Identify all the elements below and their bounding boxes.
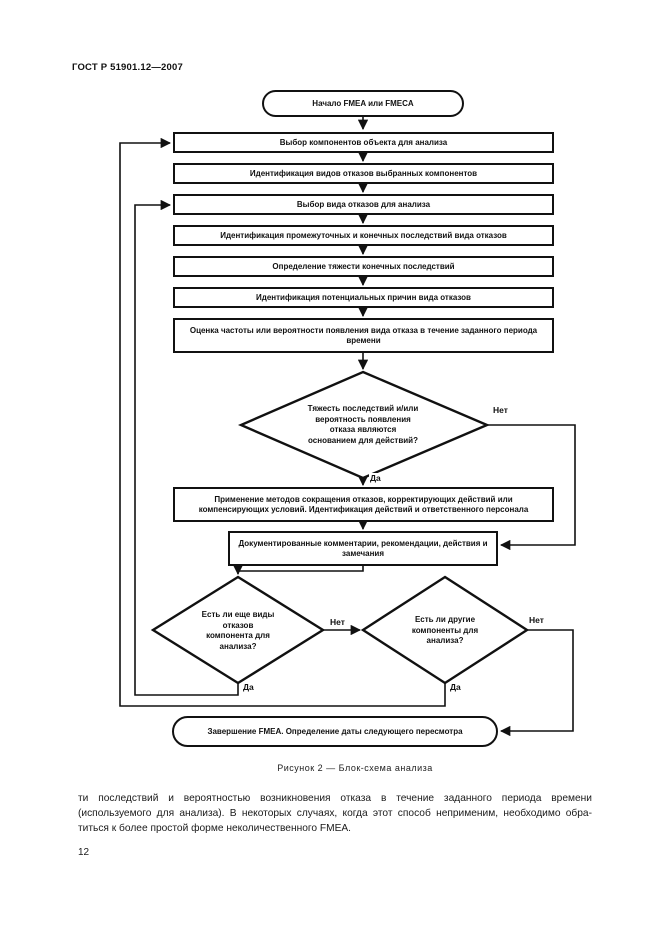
end-label: Завершение FMEA. Определение даты следую… bbox=[207, 726, 463, 736]
decision-diamond-3 bbox=[360, 575, 530, 685]
page-number: 12 bbox=[78, 847, 90, 858]
body-line: (используемого для анализа). В некоторых… bbox=[78, 808, 592, 819]
process-label: Документированные комментарии, рекоменда… bbox=[238, 538, 488, 558]
arrow-b9-d2 bbox=[232, 564, 364, 576]
edge-label-yes: Да bbox=[242, 682, 255, 692]
body-paragraph: ти последствий и вероятностью возникнове… bbox=[78, 791, 592, 836]
edge-label-no: Нет bbox=[528, 615, 545, 625]
arrow-d1-no-b9 bbox=[487, 424, 576, 551]
arrow-d3-no-end bbox=[499, 629, 574, 737]
process-box-select-failure-mode: Выбор вида отказов для анализа bbox=[173, 194, 554, 215]
process-box-mitigation-methods: Применение методов сокращения отказов, к… bbox=[173, 487, 554, 522]
flowchart-end-terminal: Завершение FMEA. Определение даты следую… bbox=[172, 716, 498, 747]
process-label: Выбор компонентов объекта для анализа bbox=[279, 137, 448, 147]
process-box-identify-failure-modes: Идентификация видов отказов выбранных ко… bbox=[173, 163, 554, 184]
start-label: Начало FMEA или FMECA bbox=[312, 98, 414, 108]
arrow-d3-yes-b1 bbox=[119, 137, 446, 707]
process-label: Оценка частоты или вероятности появления… bbox=[189, 325, 538, 345]
edge-label-no: Нет bbox=[492, 405, 509, 415]
process-box-identify-effects: Идентификация промежуточных и конечных п… bbox=[173, 225, 554, 246]
process-label: Выбор вида отказов для анализа bbox=[296, 199, 431, 209]
standard-number: ГОСТ Р 51901.12—2007 bbox=[72, 62, 183, 73]
edge-label-yes: Да bbox=[369, 473, 382, 483]
decision-2-question: Есть ли еще виды отказов компонента для … bbox=[201, 610, 275, 651]
process-box-select-components: Выбор компонентов объекта для анализа bbox=[173, 132, 554, 153]
decision-diamond-2 bbox=[150, 575, 326, 685]
process-box-severity: Определение тяжести конечных последствий bbox=[173, 256, 554, 277]
process-box-potential-causes: Идентификация потенциальных причин вида … bbox=[173, 287, 554, 308]
process-label: Определение тяжести конечных последствий bbox=[272, 261, 455, 271]
process-label: Идентификация промежуточных и конечных п… bbox=[220, 230, 507, 240]
decision-3-question: Есть ли другие компоненты для анализа? bbox=[411, 615, 479, 645]
edge-label-yes: Да bbox=[449, 682, 462, 692]
edge-label-no: Нет bbox=[329, 617, 346, 627]
flowchart-start-terminal: Начало FMEA или FMECA bbox=[262, 90, 464, 117]
process-label: Идентификация видов отказов выбранных ко… bbox=[249, 168, 478, 178]
arrow-d2-yes-b3 bbox=[134, 199, 239, 696]
decision-diamond-1 bbox=[237, 370, 491, 480]
body-line: ти последствий и вероятностью возникнове… bbox=[78, 793, 592, 804]
decision-1-question: Тяжесть последствий и/или вероятность по… bbox=[307, 404, 419, 445]
body-line: титься к более простой форме неколичеств… bbox=[78, 823, 352, 834]
process-label: Применение методов сокращения отказов, к… bbox=[198, 494, 529, 514]
process-label: Идентификация потенциальных причин вида … bbox=[256, 292, 471, 302]
process-box-frequency-estimate: Оценка частоты или вероятности появления… bbox=[173, 318, 554, 353]
process-box-documented-comments: Документированные комментарии, рекоменда… bbox=[228, 531, 498, 566]
figure-caption: Рисунок 2 — Блок-схема анализа bbox=[277, 763, 433, 773]
